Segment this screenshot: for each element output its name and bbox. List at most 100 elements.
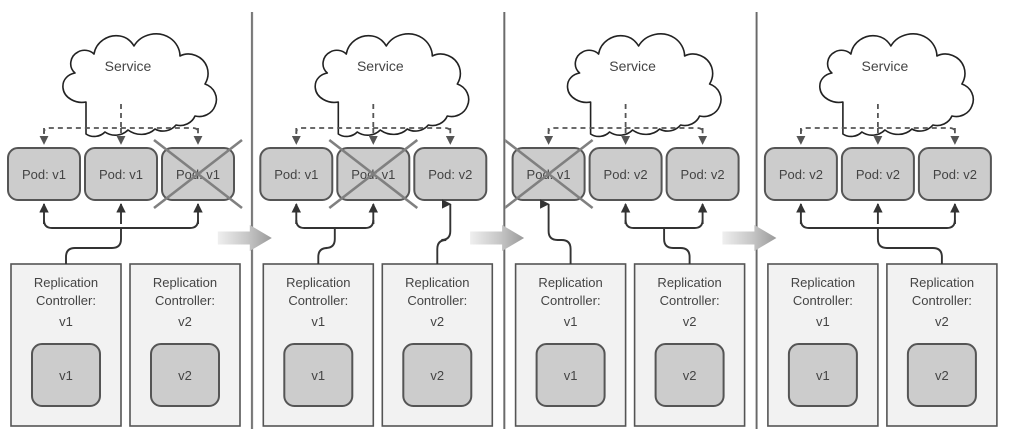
service-label: Service [609, 58, 656, 74]
pod-1-terminating[interactable]: Pod: v1 [503, 138, 594, 210]
panel-divider-1 [250, 12, 254, 429]
controller-version: v1 [816, 314, 830, 329]
controller-to-pods-routing [39, 203, 203, 264]
service-label: Service [862, 58, 909, 74]
controller-version: v1 [564, 314, 578, 329]
pod-template-version: v1 [816, 368, 830, 383]
panel-divider-2 [503, 12, 506, 429]
controller-to-pods-routing [547, 203, 708, 264]
pod-group-bus [624, 219, 704, 229]
controller-label-line2: Controller: [155, 293, 215, 308]
pod-label: Pod: v2 [681, 167, 725, 182]
pod-box [84, 147, 158, 201]
pod-box [588, 147, 663, 201]
pod-template-version: v2 [683, 368, 697, 383]
pod-2[interactable]: Pod: v2 [588, 147, 663, 201]
bus-riser-to-controller-v1 [317, 228, 336, 264]
controller-label-line1: Replication [791, 275, 855, 290]
service-cloud[interactable]: Service [62, 33, 218, 138]
pod-template-version: v1 [59, 368, 73, 383]
pod-template-box [906, 343, 977, 407]
panel-divider-3 [755, 12, 758, 429]
pod-label: Pod: v2 [856, 167, 900, 182]
pod-box [840, 147, 915, 201]
controller-label-line2: Controller: [288, 293, 348, 308]
service-cloud[interactable]: Service [314, 33, 470, 138]
pod-terminating-x-icon [328, 138, 419, 210]
single-pod-3-to-controller-v2 [436, 204, 452, 264]
step-transition-arrow-2 [470, 225, 525, 251]
controller-label-line1: Replication [910, 275, 974, 290]
pod-box [7, 147, 81, 201]
pod-template-box [535, 343, 606, 407]
controller-version: v2 [935, 314, 949, 329]
pod-label: Pod: v1 [22, 167, 66, 182]
pod-label: Pod: v2 [933, 167, 977, 182]
pod-label: Pod: v2 [604, 167, 648, 182]
controller-version: v2 [178, 314, 192, 329]
pod-template-version: v2 [430, 368, 444, 383]
pod-label: Pod: v1 [99, 167, 143, 182]
service-cloud[interactable]: Service [566, 33, 722, 138]
pod-group-bus [295, 219, 375, 229]
pod-2[interactable]: Pod: v1 [84, 147, 158, 201]
pod-terminating-x-icon [503, 138, 594, 210]
pod-2[interactable]: Pod: v2 [840, 147, 915, 201]
controller-label-line2: Controller: [793, 293, 853, 308]
pod-template-box [283, 343, 354, 407]
cloud-shape [62, 33, 218, 138]
controller-label-line2: Controller: [407, 293, 467, 308]
controller-version: v1 [59, 314, 73, 329]
pod-box [413, 147, 488, 201]
service-to-pods-routing [39, 104, 203, 145]
controller-version: v2 [430, 314, 444, 329]
cloud-shape [314, 33, 470, 138]
service-to-pods-routing [291, 104, 455, 145]
pod-box [917, 147, 992, 201]
pod-1[interactable]: Pod: v1 [259, 147, 334, 201]
controller-version: v2 [683, 314, 697, 329]
service-label: Service [357, 58, 404, 74]
pod-2-terminating[interactable]: Pod: v1 [328, 138, 419, 210]
step-transition-arrow-3 [722, 225, 777, 251]
controller-label-line1: Replication [153, 275, 217, 290]
controller-label-line1: Replication [405, 275, 469, 290]
pod-1[interactable]: Pod: v1 [7, 147, 81, 201]
bus-riser-to-controller-v2 [663, 228, 691, 264]
controller-to-pods-routing [291, 203, 452, 264]
controller-label-line2: Controller: [541, 293, 601, 308]
controller-label-line2: Controller: [912, 293, 972, 308]
pod-3[interactable]: Pod: v2 [917, 147, 992, 201]
pod-3[interactable]: Pod: v2 [413, 147, 488, 201]
controller-label-line2: Controller: [36, 293, 96, 308]
bus-riser-to-controller-v1 [65, 228, 122, 264]
step-transition-arrow-1 [217, 225, 272, 251]
single-pod-1-to-controller-v1 [547, 204, 572, 264]
pod-1[interactable]: Pod: v2 [763, 147, 838, 201]
cloud-shape [566, 33, 722, 138]
pod-label: Pod: v1 [274, 167, 318, 182]
service-cloud[interactable]: Service [819, 33, 975, 138]
pod-template-version: v1 [311, 368, 325, 383]
pod-template-box [150, 343, 220, 407]
bus-riser-to-controller-v2 [876, 228, 943, 264]
controller-label-line1: Replication [538, 275, 602, 290]
controller-label-line1: Replication [286, 275, 350, 290]
pod-3[interactable]: Pod: v2 [665, 147, 740, 201]
pod-3-terminating[interactable]: Pod: v1 [153, 138, 243, 210]
controller-version: v1 [311, 314, 325, 329]
service-to-pods-routing [544, 104, 708, 145]
